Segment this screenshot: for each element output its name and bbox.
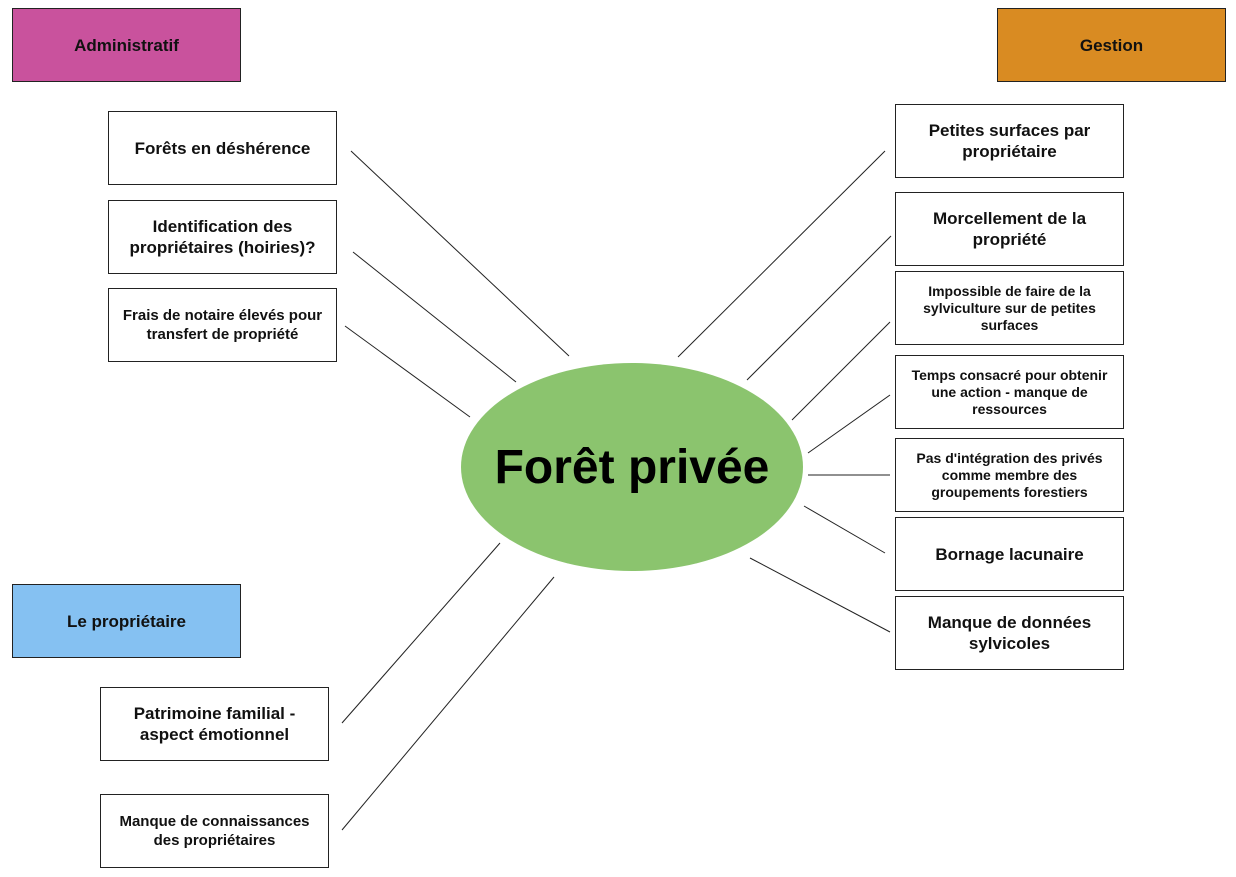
category-proprietaire: Le propriétaire (12, 584, 241, 658)
connector-line (352, 251, 517, 383)
gestion-item: Petites surfaces par propriétaire (895, 104, 1124, 178)
connector-line (341, 576, 555, 831)
gestion-item: Impossible de faire de la sylviculture s… (895, 271, 1124, 345)
admin-item: Forêts en déshérence (108, 111, 337, 185)
gestion-item: Temps consacré pour obtenir une action -… (895, 355, 1124, 429)
admin-item: Identification des propriétaires (hoirie… (108, 200, 337, 274)
connector-line (791, 321, 891, 421)
gestion-item: Pas d'intégration des privés comme membr… (895, 438, 1124, 512)
connector-line (341, 542, 501, 724)
gestion-item: Bornage lacunaire (895, 517, 1124, 591)
connector-line (746, 235, 892, 381)
admin-item: Frais de notaire élevés pour transfert d… (108, 288, 337, 362)
central-topic: Forêt privée (461, 363, 803, 571)
category-administratif: Administratif (12, 8, 241, 82)
connector-line (749, 557, 891, 633)
proprietaire-item: Patrimoine familial - aspect émotionnel (100, 687, 329, 761)
gestion-item: Manque de données sylvicoles (895, 596, 1124, 670)
gestion-item: Morcellement de la propriété (895, 192, 1124, 266)
category-gestion: Gestion (997, 8, 1226, 82)
connector-line (677, 150, 886, 358)
proprietaire-item: Manque de connaissances des propriétaire… (100, 794, 329, 868)
connector-line (350, 150, 570, 357)
connector-line (344, 325, 471, 418)
connector-line (807, 394, 891, 454)
connector-line (803, 505, 886, 554)
